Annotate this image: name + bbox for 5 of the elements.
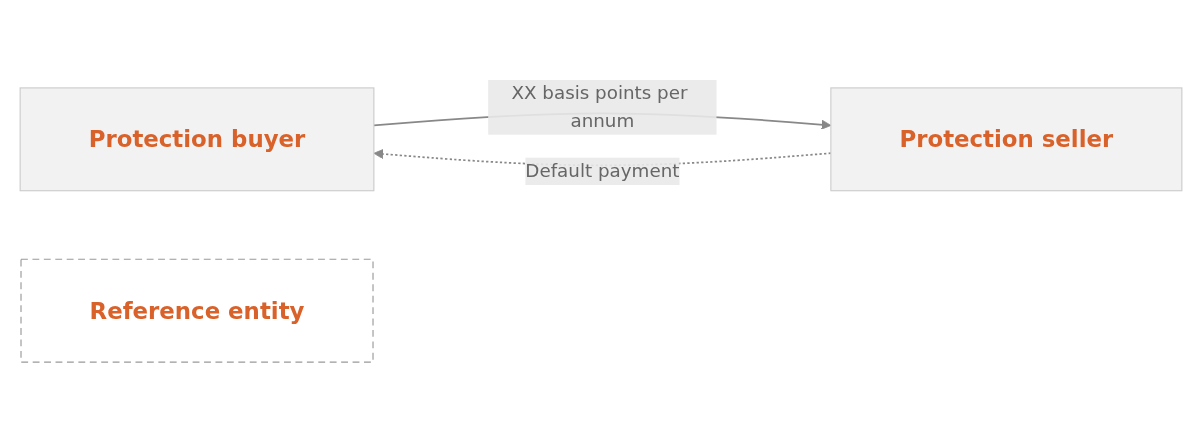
node-box: Protection buyer — [19, 87, 375, 192]
edge-label: Default payment — [525, 159, 680, 182]
edge-label: XX basis points per annum — [511, 82, 688, 132]
node-box: Reference entity — [20, 258, 374, 363]
node-box: Protection seller — [830, 87, 1183, 192]
